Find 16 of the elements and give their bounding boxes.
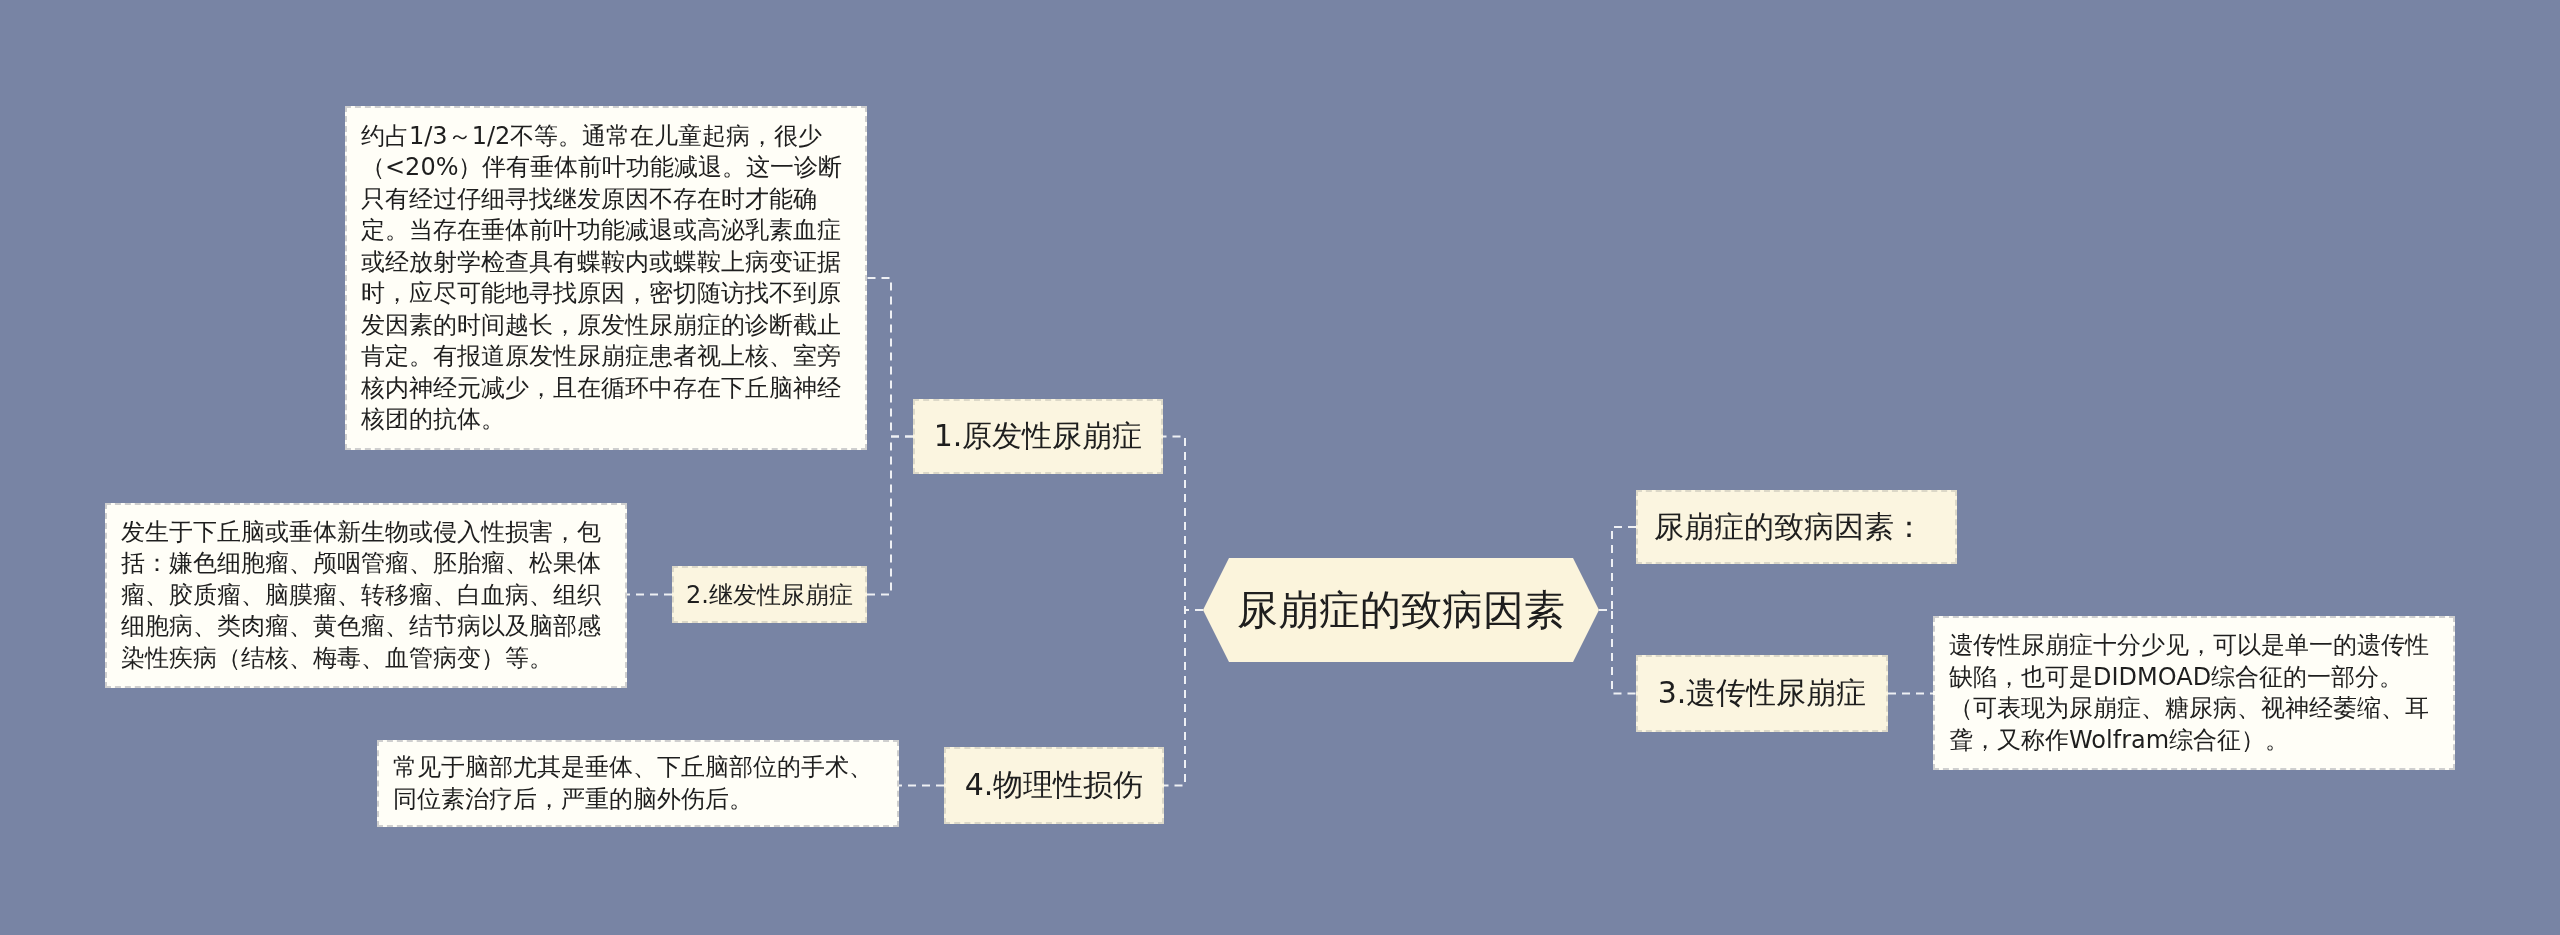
connector-line bbox=[866, 435, 914, 596]
central-topic: 尿崩症的致病因素 bbox=[1203, 558, 1599, 662]
detail-note: 发生于下丘脑或垂体新生物或侵入性损害，包括：嫌色细胞瘤、颅咽管瘤、胚胎瘤、松果体瘤、胶质瘤、脑膜瘤、转移瘤、白血病、组织细胞病、类肉瘤、黄色瘤、结节病以及脑部感染性疾病（结核、梅毒、血管病变）等。 bbox=[105, 503, 627, 688]
branch-topic: 2.继发性尿崩症 bbox=[672, 566, 867, 623]
branch-topic: 4.物理性损伤 bbox=[944, 747, 1164, 824]
detail-note: 遗传性尿崩症十分少见，可以是单一的遗传性缺陷，也可是DIDMOAD综合征的一部分。（可表现为尿崩症、糖尿病、视神经萎缩、耳聋，又称作Wolfram综合征）。 bbox=[1933, 616, 2455, 770]
branch-topic: 尿崩症的致病因素： bbox=[1636, 490, 1957, 564]
detail-note: 常见于脑部尤其是垂体、下丘脑部位的手术、同位素治疗后，严重的脑外伤后。 bbox=[377, 740, 899, 827]
branch-topic: 3.遗传性尿崩症 bbox=[1636, 655, 1888, 732]
connector-line bbox=[626, 593, 673, 596]
connector-line bbox=[1163, 609, 1204, 787]
branch-topic: 1.原发性尿崩症 bbox=[913, 399, 1163, 474]
detail-note: 约占1/3～1/2不等。通常在儿童起病，很少（<20%）伴有垂体前叶功能减退。这一诊断只有经过仔细寻找继发原因不存在时才能确定。当存在垂体前叶功能减退或高泌乳素血症或经放射学检查具有蝶鞍内或蝶鞍上病变证据时，应尽可能地寻找原因，密切随访找不到原发因素的时间越长，原发性尿崩症的诊断截止肯定。有报道原发性尿崩症患者视上核、室旁核内神经元减少，且在循环中存在下丘脑神经核团的抗体。 bbox=[345, 106, 867, 450]
connector-line bbox=[1598, 609, 1637, 695]
connector-line bbox=[898, 784, 945, 787]
connector-line bbox=[1887, 692, 1934, 695]
